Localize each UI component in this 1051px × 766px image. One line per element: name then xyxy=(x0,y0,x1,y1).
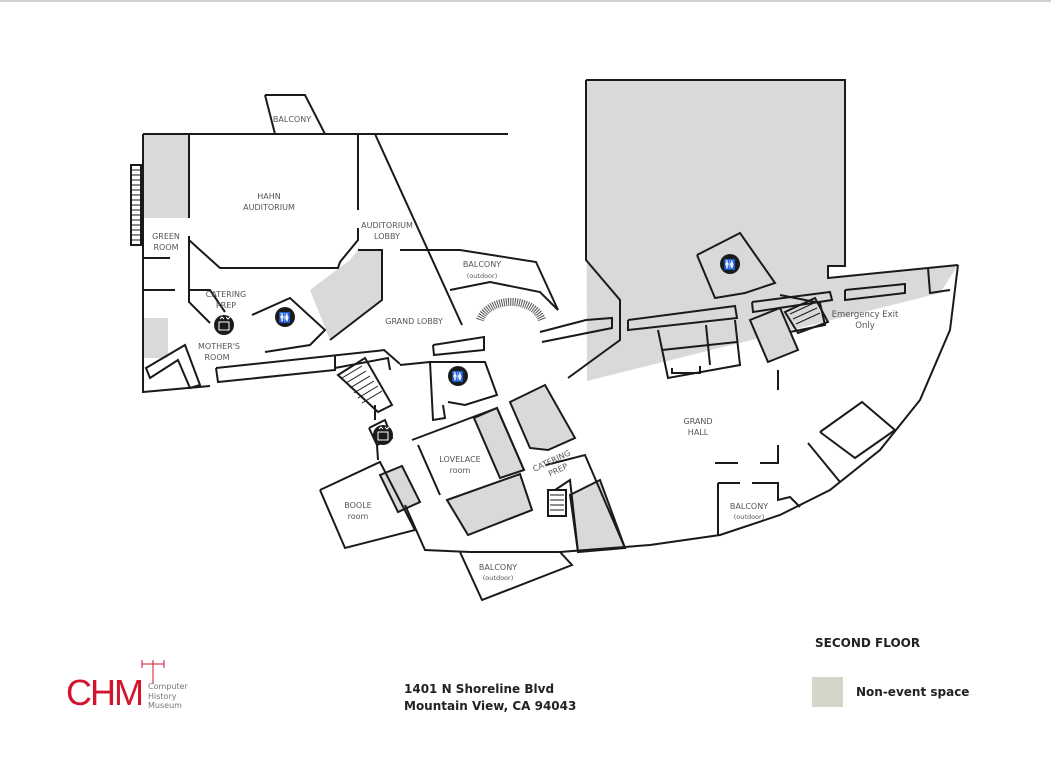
label-balcony-outdoor-1: BALCONY xyxy=(463,260,501,269)
label-auditorium-lobby-2: LOBBY xyxy=(374,232,400,241)
non-event-area-sw xyxy=(143,318,168,358)
logo-line-1: Computer xyxy=(148,682,188,691)
label-grand-hall-2: HALL xyxy=(688,428,709,437)
non-event-area-se xyxy=(568,478,627,554)
legend-swatch xyxy=(812,677,843,707)
label-catering-prep: CATERING xyxy=(206,290,246,299)
walls xyxy=(142,79,959,602)
label-balcony-outdoor-3: BALCONY xyxy=(730,502,768,511)
label-emergency-exit-2: Only xyxy=(855,321,874,331)
elevator-icon xyxy=(214,315,234,335)
non-event-area-catering xyxy=(508,383,577,452)
label-grand-hall: GRAND xyxy=(683,417,712,426)
floor-plan: 🚻 🚻 🚻 BALCONY HAHN AUDITORIUM AUDITORIUM… xyxy=(130,79,959,602)
label-hahn-auditorium: HAHN xyxy=(257,192,281,201)
chm-logo: CHM Computer History Museum xyxy=(66,660,206,715)
address: 1401 N Shoreline Blvd Mountain View, CA … xyxy=(404,681,576,715)
non-event-area-lobby xyxy=(310,250,382,340)
logo-line-3: Museum xyxy=(148,701,182,710)
label-balcony-outdoor-1-sub: (outdoor) xyxy=(467,272,497,280)
label-grand-lobby: GRAND LOBBY xyxy=(385,317,443,326)
label-balcony-outdoor-2: BALCONY xyxy=(479,563,517,572)
label-balcony-outdoor-3-sub: (outdoor) xyxy=(734,513,764,521)
elevator-icon xyxy=(373,425,393,445)
label-lovelace-room: LOVELACE xyxy=(439,455,480,464)
non-event-area-grand-hall-north xyxy=(586,80,958,381)
non-event-area-boole xyxy=(378,464,422,514)
label-green-room: GREEN xyxy=(152,232,180,241)
label-lovelace-room-2: room xyxy=(450,466,471,475)
restroom-icon: 🚻 xyxy=(448,366,468,386)
logo-crosshair-icon xyxy=(141,660,165,684)
label-balcony-top: BALCONY xyxy=(273,115,311,124)
logo-line-2: History xyxy=(148,691,177,701)
address-line-1: 1401 N Shoreline Blvd xyxy=(404,682,555,696)
label-hahn-auditorium-2: AUDITORIUM xyxy=(243,203,295,212)
svg-text:🚻: 🚻 xyxy=(724,258,736,271)
legend-label: Non-event space xyxy=(856,685,970,699)
label-mothers-room: MOTHER'S xyxy=(198,342,240,351)
svg-text:🚻: 🚻 xyxy=(452,370,464,383)
label-emergency-exit: Emergency Exit xyxy=(832,310,899,320)
logo-mark: CHM xyxy=(66,672,144,713)
logo-text: Computer History Museum xyxy=(148,682,188,711)
top-border xyxy=(0,0,1051,2)
label-balcony-outdoor-2-sub: (outdoor) xyxy=(483,574,513,582)
floor-title: SECOND FLOOR xyxy=(815,636,921,650)
label-mothers-room-2: ROOM xyxy=(204,353,229,362)
non-event-area-west xyxy=(143,134,189,218)
label-green-room-2: ROOM xyxy=(153,243,178,252)
stairs xyxy=(130,164,830,517)
restroom-icon: 🚻 xyxy=(275,307,295,327)
label-catering-prep-2: PREP xyxy=(216,301,236,310)
non-event-area-stair-block xyxy=(748,306,800,364)
label-auditorium-lobby: AUDITORIUM xyxy=(361,221,413,230)
address-line-2: Mountain View, CA 94043 xyxy=(404,699,577,713)
label-boole-room: BOOLE xyxy=(344,501,371,510)
svg-text:🚻: 🚻 xyxy=(279,311,291,324)
restroom-icon: 🚻 xyxy=(720,254,740,274)
non-event-area-lovelace-2 xyxy=(445,472,534,537)
label-boole-room-2: room xyxy=(348,512,369,521)
